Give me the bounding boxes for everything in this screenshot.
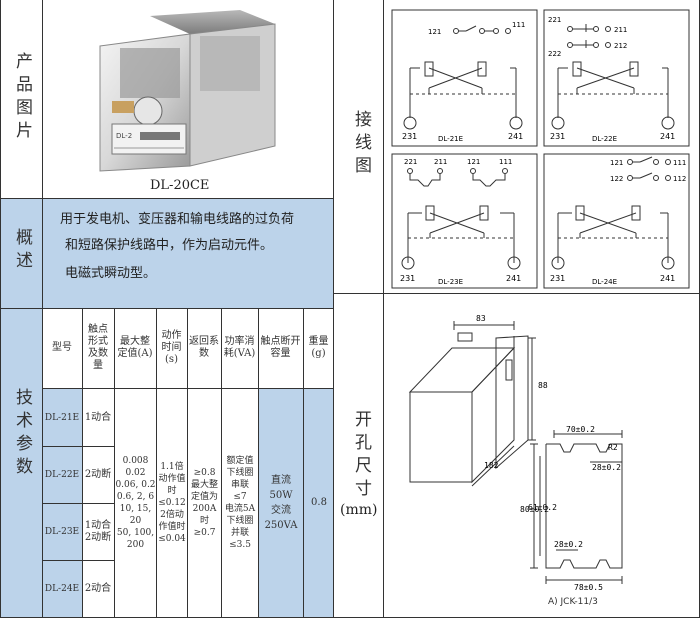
weight-value: 0.8 bbox=[311, 497, 327, 508]
diagram-dl-22e bbox=[551, 24, 675, 130]
diagram-dl-21e bbox=[403, 25, 523, 130]
overview-line-3: 电磁式瞬动型。 bbox=[65, 266, 157, 281]
dim-side: 28±0.2 bbox=[592, 463, 621, 472]
action-time-values: 1.1倍 动作值时 ≤0.12 2倍动 作值时 ≤0.04 bbox=[158, 462, 186, 544]
d3-t1: 221 bbox=[404, 158, 417, 166]
d2-b-left: 231 bbox=[550, 132, 565, 141]
d4-name: DL-24E bbox=[592, 278, 617, 286]
cutout-drawing: 83 88 182 70±0.2 R2 28±0.2 80±0.2 61±0.2… bbox=[408, 314, 623, 607]
dim-width: 83 bbox=[476, 314, 486, 323]
table-row-contact: 1动合 bbox=[84, 411, 112, 423]
dim-bottom: 78±0.5 bbox=[574, 583, 603, 592]
d2-name: DL-22E bbox=[592, 135, 617, 143]
d4-t3: 122 bbox=[610, 175, 623, 183]
dim-top: 70±0.2 bbox=[566, 425, 595, 434]
table-row-model: DL-24E bbox=[44, 584, 80, 594]
overview-label: 概述 bbox=[12, 228, 32, 274]
diagram-dl-24e bbox=[551, 156, 675, 270]
d2-t4: 212 bbox=[614, 42, 627, 50]
product-caption: DL-20CE bbox=[150, 178, 210, 193]
power-values: 额定值 下线圈 串联 ≤7 电流5A 下线圈 并联 ≤3.5 bbox=[224, 456, 256, 550]
d4-b-left: 231 bbox=[550, 274, 565, 283]
product-photo: DL-2 bbox=[80, 6, 305, 174]
wiring-label: 接线图 bbox=[351, 110, 371, 179]
d1-t-in: 121 bbox=[428, 28, 441, 36]
th-return-coef: 返回系数 bbox=[189, 336, 219, 359]
d3-b-left: 231 bbox=[400, 274, 415, 283]
wiring-diagrams: 121 111 231 241 DL-21E 221 211 222 212 2… bbox=[391, 9, 690, 289]
d1-name: DL-21E bbox=[438, 135, 463, 143]
th-power: 功率消耗(VA) bbox=[223, 336, 256, 359]
table-col-capacity-bg bbox=[258, 388, 303, 618]
d3-t3: 121 bbox=[467, 158, 480, 166]
dim-r: R2 bbox=[608, 443, 618, 452]
d3-name: DL-23E bbox=[438, 278, 463, 286]
d4-t1: 121 bbox=[610, 159, 623, 167]
th-action-time: 动作时间(s) bbox=[161, 330, 182, 365]
max-setting-values: 0.008 0.02 0.06, 0.2 0.6, 2, 6 10, 15, 2… bbox=[115, 456, 156, 550]
cutout-label: 开孔尺寸 bbox=[351, 410, 371, 502]
overview-line-1: 用于发电机、变压器和输电线路的过负荷 bbox=[60, 212, 295, 227]
d2-t1: 221 bbox=[548, 16, 561, 24]
table-col-weight-bg bbox=[303, 388, 334, 618]
table-row-model: DL-21E bbox=[44, 412, 80, 423]
return-coef-values: ≥0.8 最大整 定值为 200A 时 ≥0.7 bbox=[190, 468, 218, 538]
d4-b-right: 241 bbox=[660, 274, 675, 283]
dim-height: 88 bbox=[538, 381, 548, 390]
overview-line-2: 和短路保护线路中，作为启动元件。 bbox=[65, 238, 274, 253]
th-contact: 触点形式及数量 bbox=[88, 324, 108, 371]
dim-left: 80±0.2 bbox=[520, 505, 549, 514]
d1-b-right: 241 bbox=[508, 132, 523, 141]
d2-t2: 211 bbox=[614, 26, 627, 34]
cutout-unit: (mm) bbox=[340, 502, 378, 518]
product-label: 产品图片 bbox=[12, 52, 32, 144]
face-plate-text: DL-2 bbox=[116, 132, 132, 140]
dim-inner: 61±0.2 bbox=[528, 503, 557, 512]
d3-t2: 211 bbox=[434, 158, 447, 166]
d3-t4: 111 bbox=[499, 158, 512, 166]
table-row-model: DL-23E bbox=[44, 527, 80, 537]
diagram-dl-23e bbox=[401, 168, 521, 270]
capacity-values: 直流 50W 交流 250VA bbox=[264, 475, 298, 531]
dim-depth: 182 bbox=[484, 461, 499, 470]
table-row-contact: 2动断 bbox=[84, 469, 112, 480]
table-row-contact: 1动合 2动断 bbox=[84, 520, 112, 543]
d4-t2: 111 bbox=[673, 159, 686, 167]
tech-label: 技术参数 bbox=[12, 388, 32, 480]
th-capacity: 触点断开容量 bbox=[260, 336, 301, 359]
cutout-caption: A) JCK-11/3 bbox=[548, 597, 598, 607]
th-weight: 重量(g) bbox=[308, 336, 329, 359]
d3-b-right: 241 bbox=[506, 274, 521, 283]
d2-t3: 222 bbox=[548, 50, 561, 58]
table-row-model: DL-22E bbox=[44, 470, 80, 480]
th-max-setting: 最大整定值(A) bbox=[117, 336, 153, 359]
d4-t4: 112 bbox=[673, 175, 686, 183]
tech-label-bg bbox=[0, 308, 42, 618]
th-model: 型号 bbox=[52, 342, 72, 353]
table-row-contact: 2动合 bbox=[84, 583, 112, 594]
d1-t-out: 111 bbox=[512, 21, 525, 29]
d1-b-left: 231 bbox=[402, 132, 417, 141]
dim-bottom-small: 28±0.2 bbox=[554, 540, 583, 549]
d2-b-right: 241 bbox=[660, 132, 675, 141]
overview-bg bbox=[0, 198, 334, 308]
